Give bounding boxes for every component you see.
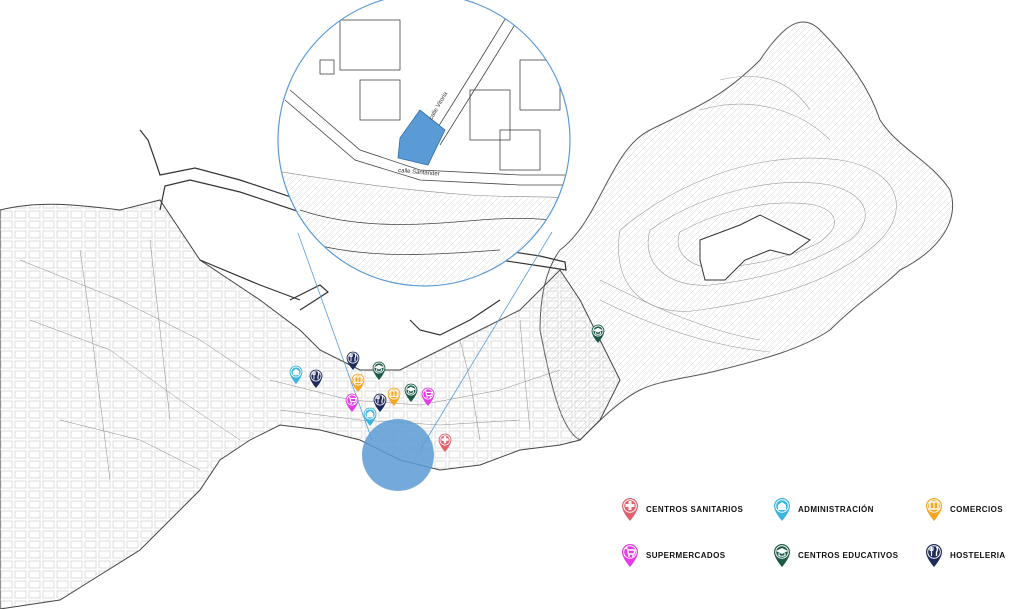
map-marker-educativos[interactable] (404, 383, 418, 402)
map-marker-comercios[interactable] (387, 387, 401, 406)
cart-icon (622, 544, 638, 567)
map-marker-administracion[interactable] (363, 407, 377, 426)
cross-icon (622, 498, 638, 521)
legend-item-supermercados: SUPERMERCADOS (620, 542, 725, 568)
map-marker-hosteleria[interactable] (373, 393, 387, 412)
legend-label: ADMINISTRACIÓN (798, 504, 874, 514)
focus-area-circle (362, 419, 434, 491)
map-marker-supermercados[interactable] (421, 387, 435, 406)
map-marker-educativos[interactable] (372, 361, 386, 380)
headland-terrain (539, 21, 954, 441)
highlighted-building (397, 109, 446, 166)
legend-item-administracion: ADMINISTRACIÓN (772, 496, 874, 522)
legend: CENTROS SANITARIOS ADMINISTRACIÓN COMERC… (620, 488, 1024, 598)
map-marker-sanitarios[interactable] (438, 433, 452, 452)
map-marker-hosteleria[interactable] (309, 369, 323, 388)
zoom-leader-lines (297, 231, 553, 451)
map-marker-hosteleria[interactable] (346, 351, 360, 370)
legend-label: SUPERMERCADOS (646, 550, 726, 560)
legend-item-hosteleria: HOSTELERIA (924, 542, 1006, 568)
street-label-santander: calle Santander (398, 168, 440, 178)
zoom-inset: calle Vitoria calle Santander (277, 0, 571, 287)
shop-icon (926, 498, 942, 521)
building-icon (774, 498, 790, 521)
cutlery-icon (926, 544, 942, 567)
legend-item-sanitarios: CENTROS SANITARIOS (620, 496, 743, 522)
map-marker-administracion[interactable] (289, 365, 303, 384)
map-marker-supermercados[interactable] (345, 393, 359, 412)
legend-label: CENTROS EDUCATIVOS (798, 550, 899, 560)
legend-label: HOSTELERIA (950, 550, 1006, 560)
city-landmass (0, 199, 621, 609)
map-pins (289, 324, 605, 452)
map-marker-comercios[interactable] (351, 373, 365, 392)
legend-label: COMERCIOS (950, 504, 1003, 514)
graduation-cap-icon (774, 544, 790, 567)
map-marker-educativos[interactable] (591, 324, 605, 343)
legend-item-comercios: COMERCIOS (924, 496, 1003, 522)
legend-item-educativos: CENTROS EDUCATIVOS (772, 542, 898, 568)
legend-label: CENTROS SANITARIOS (646, 504, 744, 514)
